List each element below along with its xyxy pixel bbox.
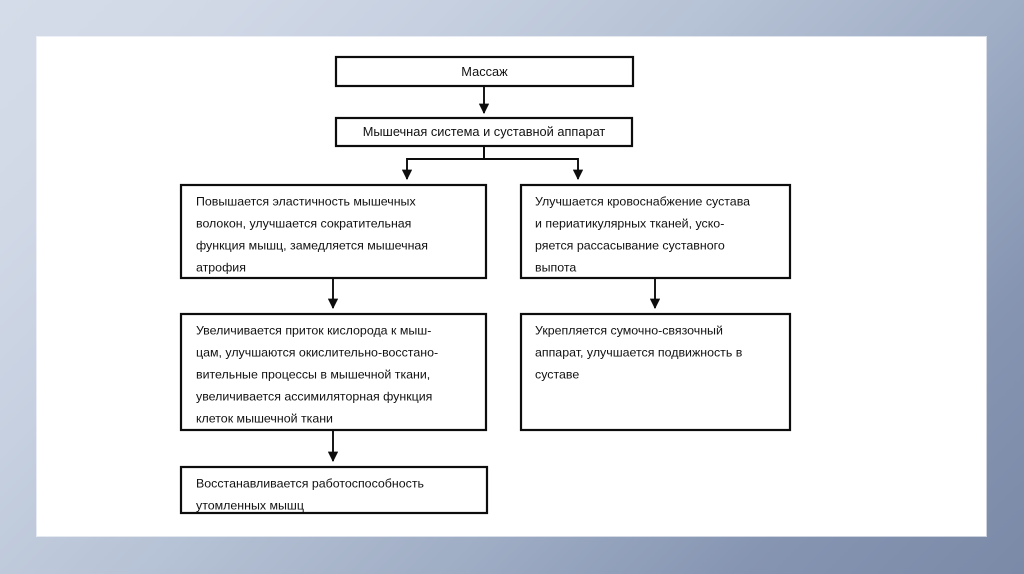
node-muscle-elasticity-line-4: атрофия bbox=[196, 260, 246, 274]
node-muscle-elasticity[interactable]: Повышается эластичность мышечных волокон… bbox=[179, 183, 488, 280]
node-oxygen-inflow-line-3: вительные процессы в мышечной ткани, bbox=[196, 367, 430, 381]
node-muscle-elasticity-line-3: функция мышц, замедляется мышечная bbox=[196, 238, 428, 252]
node-muscle-elasticity-line-2: волокон, улучшается сократительная bbox=[196, 216, 411, 230]
node-massage[interactable]: Массаж bbox=[334, 55, 635, 88]
slide-white-panel: Массаж Мышечная система и суставной аппа… bbox=[37, 37, 986, 536]
node-work-capacity-restored-line-1: Восстанавливается работоспособность bbox=[196, 476, 424, 490]
node-blood-supply-joint[interactable]: Улучшается кровоснабжение сустава и пери… bbox=[519, 183, 792, 280]
node-capsular-ligament[interactable]: Укрепляется сумочно-связочный аппарат, у… bbox=[519, 312, 792, 432]
node-oxygen-inflow[interactable]: Увеличивается приток кислорода к мыш- ца… bbox=[179, 312, 488, 432]
node-muscle-elasticity-line-1: Повышается эластичность мышечных bbox=[196, 194, 416, 208]
edge-system-to-muscle bbox=[401, 146, 485, 181]
node-capsular-ligament-line-3: суставе bbox=[535, 367, 579, 381]
node-blood-supply-joint-line-2: и периатикулярных тканей, уско- bbox=[535, 216, 724, 230]
node-muscle-joint-system[interactable]: Мышечная система и суставной аппарат bbox=[334, 116, 634, 148]
node-blood-supply-joint-line-3: ряется рассасывание суставного bbox=[535, 238, 725, 252]
node-capsular-ligament-line-2: аппарат, улучшается подвижность в bbox=[535, 345, 743, 359]
node-work-capacity-restored[interactable]: Восстанавливается работоспособность утом… bbox=[179, 465, 489, 515]
node-oxygen-inflow-line-4: увеличивается ассимиляторная функция bbox=[196, 389, 432, 403]
node-blood-supply-joint-line-1: Улучшается кровоснабжение сустава bbox=[535, 194, 750, 208]
flowchart-diagram: Массаж Мышечная система и суставной аппа… bbox=[179, 55, 792, 515]
node-work-capacity-restored-line-2: утомленных мышц bbox=[196, 498, 304, 512]
node-capsular-ligament-line-1: Укрепляется сумочно-связочный bbox=[535, 323, 723, 337]
node-muscle-joint-system-label: Мышечная система и суставной аппарат bbox=[363, 124, 606, 139]
node-massage-label: Массаж bbox=[461, 64, 508, 79]
node-oxygen-inflow-line-5: клеток мышечной ткани bbox=[196, 411, 333, 425]
node-oxygen-inflow-line-2: цам, улучшаются окислительно-восстано- bbox=[196, 345, 438, 359]
node-oxygen-inflow-line-1: Увеличивается приток кислорода к мыш- bbox=[196, 323, 431, 337]
node-blood-supply-joint-line-4: выпота bbox=[535, 260, 576, 274]
edge-system-to-joint bbox=[483, 146, 584, 181]
